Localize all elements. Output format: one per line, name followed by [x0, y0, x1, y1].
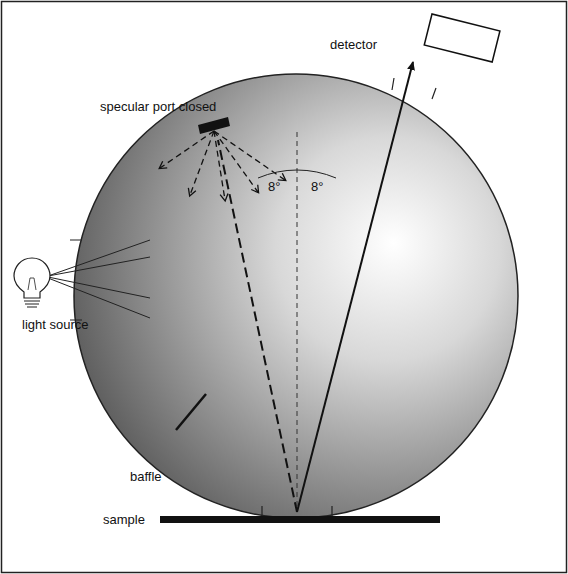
- angle-label: 8°: [311, 180, 323, 194]
- light-rays: [48, 240, 150, 318]
- normal-line: [297, 132, 298, 512]
- sample-plate: [160, 516, 440, 523]
- baffle: [176, 394, 206, 430]
- angle-arcs: [258, 170, 336, 178]
- port-ticks: [392, 78, 436, 99]
- angle-label: 8°: [268, 180, 280, 194]
- sample-label: sample: [103, 513, 145, 527]
- specular-beam: [218, 140, 297, 512]
- light-source-label: light source: [22, 318, 88, 332]
- reflected-beam: [297, 62, 413, 512]
- port-label: specular port closed: [100, 100, 216, 114]
- port-ticks: [70, 240, 82, 320]
- detector-box: [424, 14, 500, 62]
- detector-label: detector: [330, 38, 377, 52]
- baffle-label: baffle: [130, 470, 162, 484]
- light-bulb: [14, 258, 50, 307]
